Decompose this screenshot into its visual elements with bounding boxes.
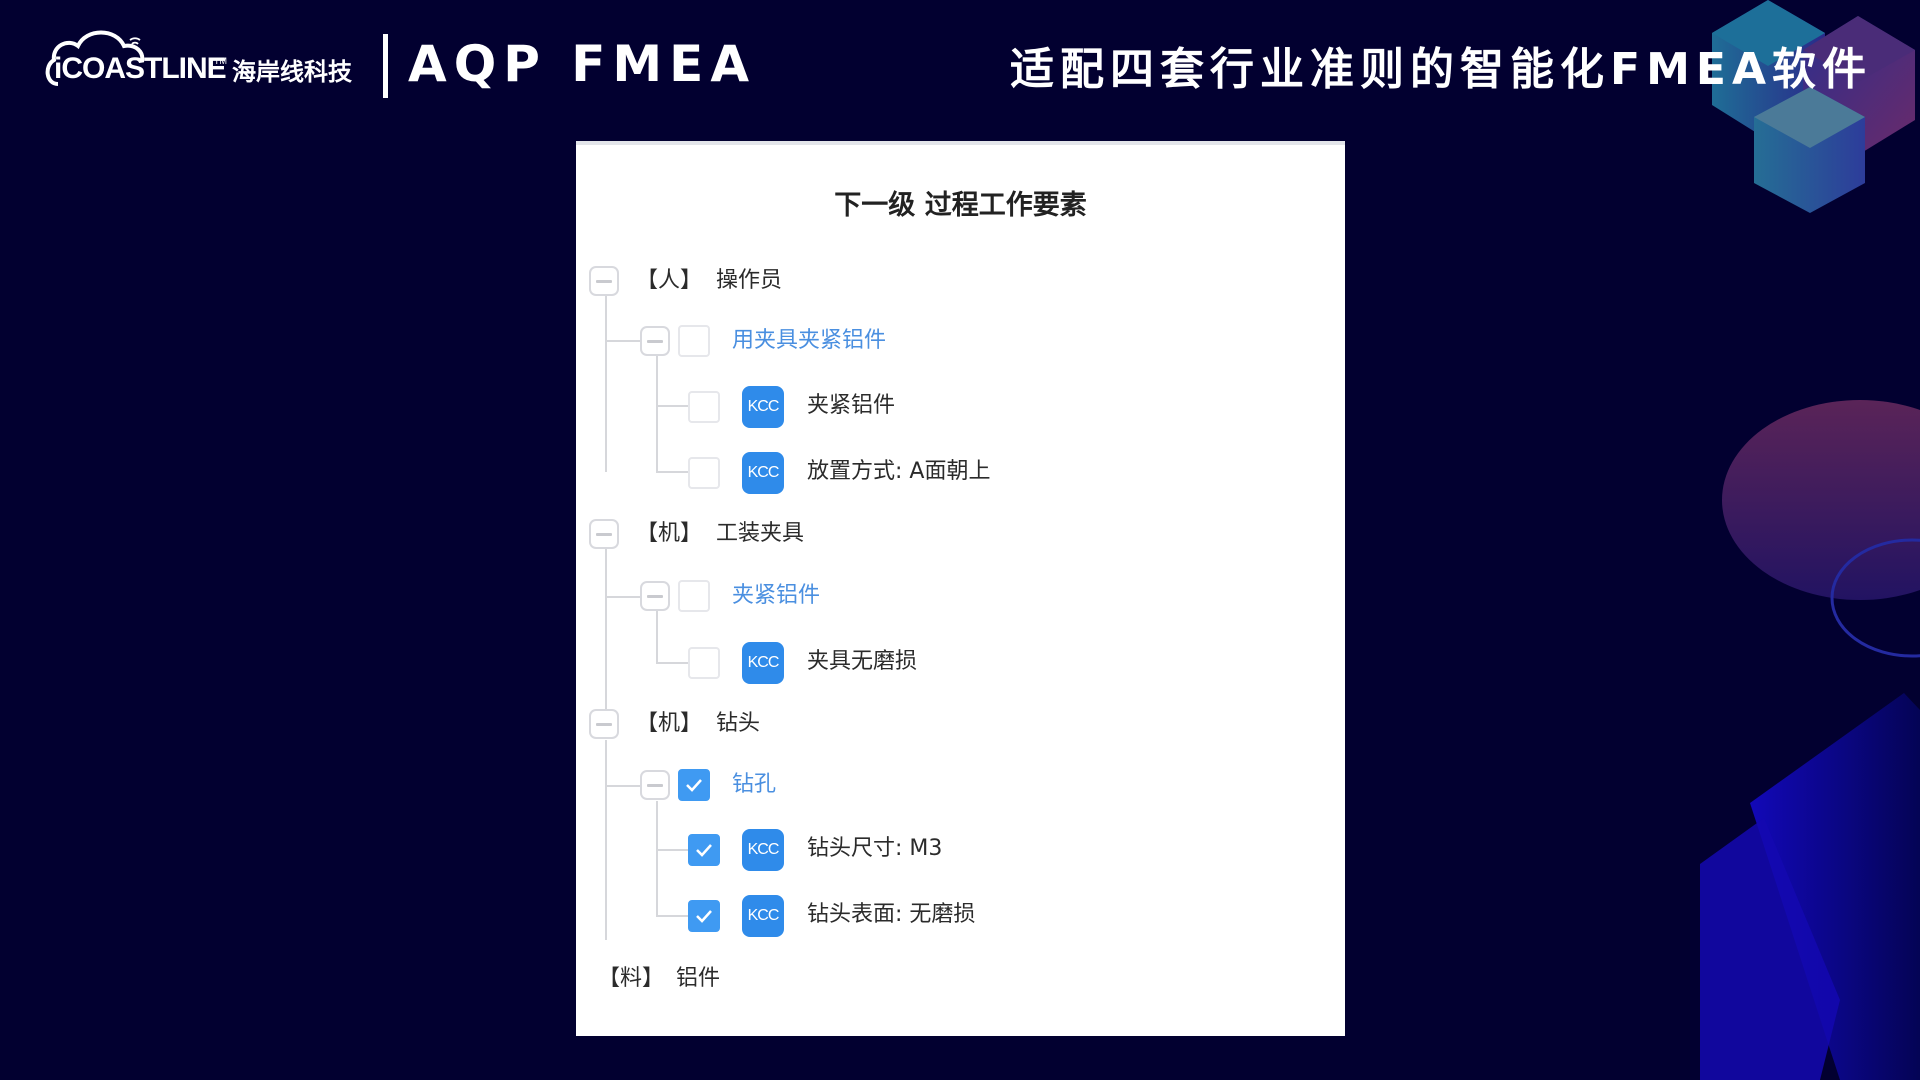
minus-icon xyxy=(596,722,612,726)
minus-icon xyxy=(596,279,612,283)
node-checkbox[interactable] xyxy=(678,580,710,612)
logo-wordmark: iCOASTLINE xyxy=(54,52,227,85)
collapse-button[interactable] xyxy=(589,709,619,739)
characteristic-label[interactable]: 夹具无磨损 xyxy=(807,649,918,674)
tree-line xyxy=(605,740,607,940)
function-label[interactable]: 用夹具夹紧铝件 xyxy=(732,328,887,353)
function-label[interactable]: 夹紧铝件 xyxy=(732,583,821,608)
node-checkbox[interactable] xyxy=(678,325,710,357)
cubes-decoration xyxy=(1712,0,1915,213)
kcc-badge: KCC xyxy=(742,386,784,428)
node-checkbox[interactable] xyxy=(688,647,720,679)
company-name: 海岸线科技 xyxy=(232,58,352,86)
tree-line xyxy=(656,611,658,663)
tree-line xyxy=(656,915,688,917)
circle-decoration xyxy=(1700,400,1920,1080)
node-label[interactable]: 钻头 xyxy=(716,711,761,736)
node-category: 【人】 xyxy=(636,268,703,293)
check-icon xyxy=(686,779,702,792)
minus-icon xyxy=(647,783,663,787)
node-checkbox[interactable] xyxy=(688,457,720,489)
collapse-button[interactable] xyxy=(589,519,619,549)
work-element-panel: 下一级 过程工作要素 【人】 操作员 用夹具夹紧铝件 KCC 夹紧铝件 KCC … xyxy=(576,141,1345,1036)
node-label[interactable]: 铝件 xyxy=(676,966,721,991)
cloud-icon xyxy=(45,30,145,86)
node-label[interactable]: 操作员 xyxy=(716,268,783,293)
tree-line xyxy=(656,471,688,473)
tree-line xyxy=(605,596,640,598)
kcc-badge: KCC xyxy=(742,452,784,494)
tree-line xyxy=(656,662,688,664)
node-category: 【料】 xyxy=(598,966,665,991)
tree-line xyxy=(656,356,658,472)
characteristic-label[interactable]: 钻头尺寸: M3 xyxy=(807,836,943,861)
tree-line xyxy=(605,549,607,724)
tree-line xyxy=(656,405,688,407)
panel-title: 下一级 过程工作要素 xyxy=(834,190,1087,221)
node-checkbox[interactable] xyxy=(688,391,720,423)
node-category: 【机】 xyxy=(636,711,703,736)
header-divider xyxy=(383,34,388,98)
kcc-badge: KCC xyxy=(742,895,784,937)
collapse-button[interactable] xyxy=(589,266,619,296)
node-category: 【机】 xyxy=(636,521,703,546)
minus-icon xyxy=(596,532,612,536)
kcc-badge: KCC xyxy=(742,642,784,684)
collapse-button[interactable] xyxy=(640,770,670,800)
node-checkbox[interactable] xyxy=(688,834,720,866)
collapse-button[interactable] xyxy=(640,326,670,356)
logo-trademark: TM xyxy=(214,56,227,66)
kcc-badge: KCC xyxy=(742,829,784,871)
tree-line xyxy=(656,849,688,851)
tree-line xyxy=(656,801,658,916)
node-checkbox[interactable] xyxy=(678,769,710,801)
tree-line xyxy=(605,785,640,787)
function-label[interactable]: 钻孔 xyxy=(732,772,777,797)
check-icon xyxy=(696,910,712,923)
tree-line xyxy=(605,296,607,472)
characteristic-label[interactable]: 钻头表面: 无磨损 xyxy=(807,902,976,927)
minus-icon xyxy=(647,594,663,598)
slogan-title: 适配四套行业准则的智能化FMEA软件 xyxy=(1010,44,1872,95)
product-name: AQP FMEA xyxy=(408,35,757,93)
node-checkbox[interactable] xyxy=(688,900,720,932)
node-label[interactable]: 工装夹具 xyxy=(716,521,805,546)
tree-line xyxy=(605,340,640,342)
characteristic-label[interactable]: 夹紧铝件 xyxy=(807,393,896,418)
minus-icon xyxy=(647,339,663,343)
collapse-button[interactable] xyxy=(640,581,670,611)
characteristic-label[interactable]: 放置方式: A面朝上 xyxy=(807,459,991,484)
check-icon xyxy=(696,844,712,857)
company-logo: iCOASTLINE TM 海岸线科技 xyxy=(44,22,384,94)
